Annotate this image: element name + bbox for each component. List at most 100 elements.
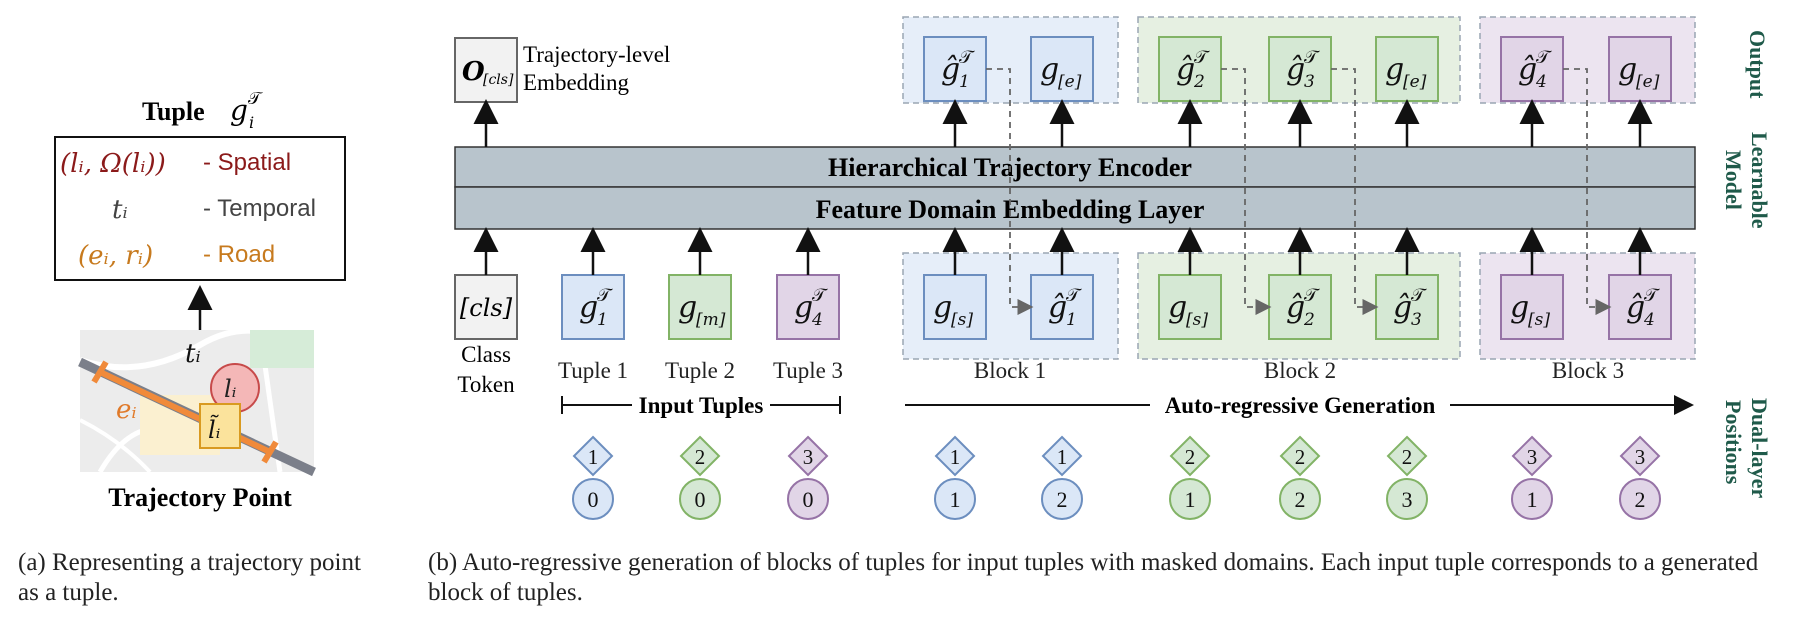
position-diamond-5 [1041, 435, 1083, 477]
position-diamond-4 [934, 435, 976, 477]
block2-input-2-symbol: ĝ [1286, 290, 1305, 325]
block2-feedback-arrow-2 [1331, 68, 1379, 316]
position-circle-4-label: 1 [950, 487, 961, 512]
block1-input-2-sub: 1 [1066, 310, 1077, 330]
block2-output-1-sup: 𝒯 [1194, 47, 1210, 68]
position-circle-3-label: 0 [803, 487, 814, 512]
position-diamond-9-label: 3 [1527, 445, 1538, 469]
panel-a: Tuple g 𝒯 i (lᵢ, Ω(lᵢ)) - Spatial tᵢ - T… [54, 89, 346, 512]
position-circle-8 [1386, 478, 1428, 520]
position-circle-10 [1619, 478, 1661, 520]
block2-output-1-symbol: ĝ [1176, 52, 1195, 87]
cls-output-label-1: Trajectory-level [523, 42, 670, 67]
position-circle-9-label: 1 [1527, 487, 1538, 512]
embedding-band [454, 186, 1696, 230]
block1-output-1-sub: 1 [959, 72, 970, 92]
input-tuple-1-sup: 𝒯 [597, 285, 613, 306]
position-circle-5-label: 2 [1057, 487, 1068, 512]
block3-output-1-sup: 𝒯 [1536, 47, 1552, 68]
position-diamond-9 [1511, 435, 1553, 477]
side-model-label-1: Learnable [1747, 132, 1772, 229]
position-diamond-1 [572, 435, 614, 477]
class-token-symbol: [cls] [460, 294, 513, 322]
block3-input-2-symbol: ĝ [1626, 290, 1645, 325]
block1-input-2-symbol: ĝ [1048, 290, 1067, 325]
input-span-label: Input Tuples [639, 393, 764, 418]
block3-output-2-sub: [e] [1636, 72, 1660, 92]
block1-output-1-sup: 𝒯 [959, 47, 975, 68]
position-circle-6-label: 1 [1185, 487, 1196, 512]
position-circle-6 [1169, 478, 1211, 520]
block3-input-2-sup: 𝒯 [1644, 285, 1660, 306]
position-diamond-4-label: 1 [950, 445, 961, 469]
caption-b: (b) Auto-regressive generation of blocks… [428, 549, 1759, 606]
side-pos-label-2: Positions [1721, 400, 1746, 485]
position-diamond-5-label: 1 [1057, 445, 1068, 469]
cls-output-label-2: Embedding [523, 70, 630, 95]
position-circle-4 [934, 478, 976, 520]
position-diamond-8-label: 2 [1402, 445, 1413, 469]
block2-output-2-sub: 3 [1304, 72, 1315, 92]
position-diamond-8 [1386, 435, 1428, 477]
block1-output-1-symbol: ĝ [941, 52, 960, 87]
tuple-symbol-sup: 𝒯 [248, 89, 263, 109]
block2-input-3-box [1375, 274, 1439, 340]
block2-output-3-sub: [e] [1403, 72, 1427, 92]
road-expr: (eᵢ, rᵢ) [78, 241, 153, 271]
block2-output-1-sub: 2 [1193, 72, 1205, 92]
position-circle-8-label: 3 [1402, 487, 1413, 512]
tuple-label: Tuple [142, 97, 205, 126]
block3-input-1-sub: [s] [1528, 310, 1550, 330]
block2-label: Block 2 [1264, 358, 1336, 383]
block3-output-2-box [1608, 36, 1672, 102]
encoder-band [454, 146, 1696, 188]
block3-output-1-symbol: ĝ [1518, 52, 1537, 87]
position-circle-9 [1511, 478, 1553, 520]
trajectory-point-title: Trajectory Point [108, 483, 292, 512]
position-diamond-7 [1279, 435, 1321, 477]
position-circle-10-label: 2 [1635, 487, 1646, 512]
block2-output-2-symbol: ĝ [1286, 52, 1305, 87]
class-token-label-1: Class [461, 342, 511, 367]
input-tuple-1-symbol: g [579, 290, 598, 325]
position-diamond-1-label: 1 [588, 445, 599, 469]
spatial-expr: (lᵢ, Ω(lᵢ)) [60, 149, 166, 179]
generation-span-label: Auto-regressive Generation [1165, 393, 1436, 418]
input-tuple-3-sub: 4 [811, 310, 823, 330]
map-e-label: eᵢ [116, 395, 137, 425]
cls-output-box [454, 37, 518, 103]
block3-input-1-box [1500, 274, 1564, 340]
block1-input-1-symbol: g [933, 290, 952, 325]
block2-input-3-sub: 3 [1411, 310, 1422, 330]
block1-input-2-sup: 𝒯 [1066, 285, 1082, 306]
position-diamond-3 [787, 435, 829, 477]
input-tuple-1-label: Tuple 1 [558, 358, 628, 383]
input-tuple-3-sup: 𝒯 [812, 285, 828, 306]
input-tuple-2-symbol: g [678, 290, 697, 325]
block2-input-1-sub: [s] [1186, 310, 1208, 330]
block1-label: Block 1 [974, 358, 1046, 383]
block2-output-2-sup: 𝒯 [1304, 47, 1320, 68]
input-tuple-2-sub: [m] [696, 310, 726, 330]
tuple-symbol: g [230, 94, 248, 127]
block1-output-2-symbol: g [1040, 52, 1059, 87]
input-tuple-2-box [668, 274, 732, 340]
side-model-label-2: Model [1721, 150, 1746, 210]
position-diamond-10 [1619, 435, 1661, 477]
input-tuple-2-label: Tuple 2 [665, 358, 735, 383]
block2-feedback-arrow-1 [1221, 68, 1272, 316]
tuple-box [54, 136, 346, 281]
input-tuple-3-symbol: g [794, 290, 813, 325]
input-tuple-1-sub: 1 [597, 310, 608, 330]
block3-input-2-sub: 4 [1643, 310, 1655, 330]
position-diamond-6 [1169, 435, 1211, 477]
block1-output-2-sub: [e] [1058, 72, 1082, 92]
block1-feedback-arrow-1 [986, 68, 1034, 316]
road-label: - Road [203, 241, 275, 268]
block3-label: Block 3 [1552, 358, 1624, 383]
position-circle-2 [679, 478, 721, 520]
position-diamond-2-label: 2 [695, 445, 706, 469]
position-circle-7 [1279, 478, 1321, 520]
position-circle-3 [787, 478, 829, 520]
